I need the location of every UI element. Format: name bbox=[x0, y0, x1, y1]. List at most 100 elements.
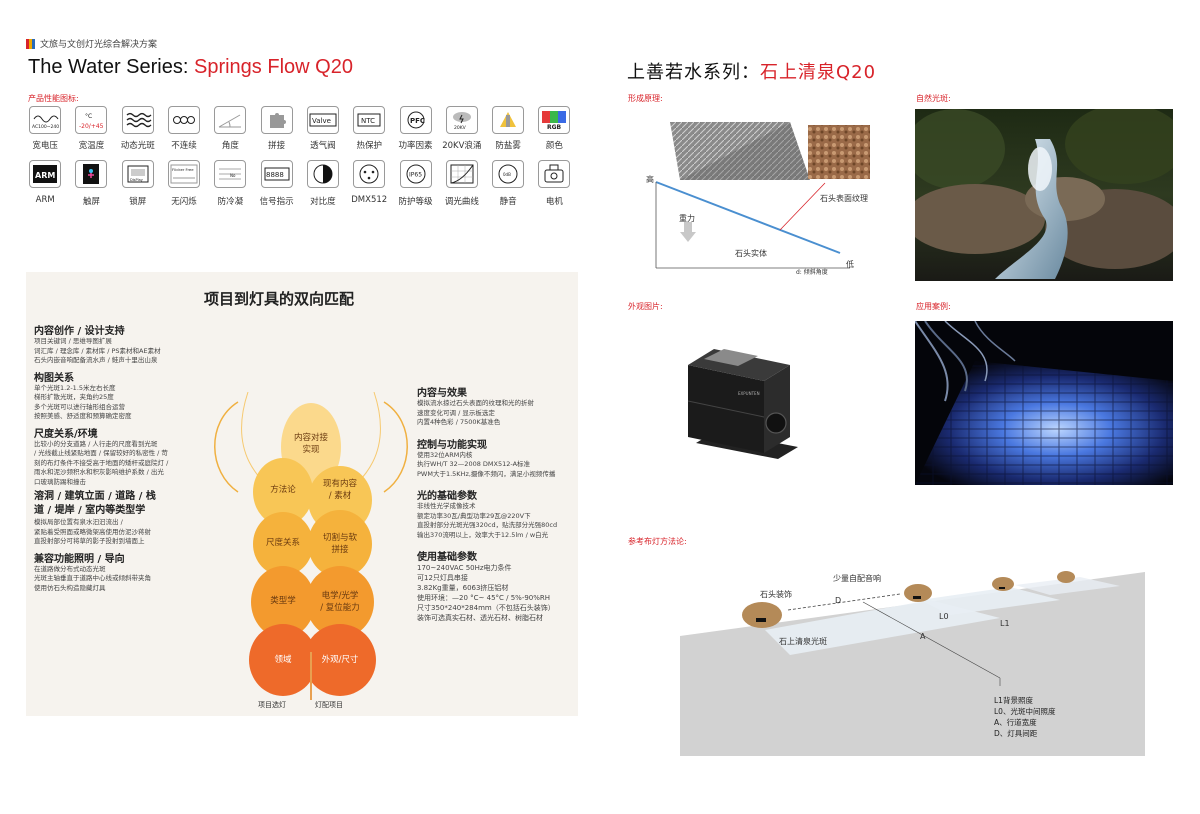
svg-text:8888: 8888 bbox=[266, 171, 284, 179]
label-angle: d: 倾斜角度 bbox=[796, 267, 828, 276]
block-light-params: 光的基础参数 非线性光学成像技术 额定功率30瓦/典型功率29瓦@220V下 直… bbox=[417, 487, 577, 540]
petal-label-r1: 现有内容 / 素材 bbox=[322, 479, 357, 501]
feature-icon-label: 锁屏 bbox=[129, 197, 147, 207]
block-body: 在道路做分布式动态光斑 光斑主轴垂直于道路中心线或倾斜带夹角 使用仿石头构造隐藏… bbox=[34, 564, 151, 592]
wheat-whisker-right bbox=[383, 401, 408, 493]
feature-icon-item: DMX512 bbox=[346, 160, 392, 207]
road-surface bbox=[680, 572, 1145, 756]
petal-label-l3: 类型学 bbox=[270, 596, 296, 606]
petal-label-r3: 电学/光学 / 复位能力 bbox=[320, 591, 360, 613]
ac-voltage-icon: AC100~240V bbox=[29, 106, 62, 134]
feature-icon-item: IP65 防护等级 bbox=[392, 160, 438, 207]
label-gravity: 重力 bbox=[679, 214, 695, 223]
svg-text:0dB: 0dB bbox=[503, 172, 511, 177]
block-usage-params: 使用基础参数 170~240VAC 50Hz电力条件 可12只灯具串接 3.82… bbox=[417, 548, 577, 623]
feature-icon-item: 不连续 bbox=[161, 106, 207, 151]
feature-icon-label: 功率因素 bbox=[398, 141, 433, 151]
svg-text:°C: °C bbox=[85, 113, 92, 120]
texture-pointer-line bbox=[779, 182, 826, 231]
valve-icon: Valve bbox=[306, 106, 339, 134]
block-body: 项目关键词 / 思维导图扩展 词汇库 / 理念库 / 素材库 / PS素材和AE… bbox=[34, 337, 161, 364]
appearance-title: 外观图片: bbox=[628, 302, 663, 311]
petal-label-r4: 外观/尺寸 bbox=[321, 655, 359, 665]
block-heading: 光的基础参数 bbox=[417, 491, 477, 502]
signal-indicator-icon: 8888 bbox=[260, 160, 293, 188]
flicker-free-icon: Flicker Free bbox=[168, 160, 201, 188]
feature-icon-label: 透气阀 bbox=[310, 141, 336, 151]
bottom-left-caption: 项目选灯 bbox=[258, 701, 286, 709]
svg-text:PFC: PFC bbox=[410, 117, 425, 125]
motor-icon bbox=[538, 160, 571, 188]
feature-icon-label: 防护等级 bbox=[398, 197, 433, 207]
svg-text:AC100~240V: AC100~240V bbox=[32, 124, 59, 130]
block-heading: 溶洞 / 建筑立面 / 道路 / 栈 道 / 堤岸 / 室内等类型学 bbox=[34, 491, 156, 516]
pfc-icon: PFC bbox=[399, 106, 432, 134]
feature-icon-item: 角度 bbox=[207, 106, 253, 151]
feature-icon-label: 对比度 bbox=[310, 197, 336, 207]
block-content-creation: 内容创作 / 设计支持 项目关键词 / 思维导图扩展 词汇库 / 理念库 / 素… bbox=[34, 322, 202, 366]
dmx512-icon bbox=[353, 160, 386, 188]
silent-icon: 0dB bbox=[492, 160, 525, 188]
layout-legend: L1背景照度 L0、光斑中间照度 A、行道宽度 D、灯具间距 bbox=[994, 696, 1056, 738]
ip65-icon: IP65 bbox=[399, 160, 432, 188]
panel-title: 项目到灯具的双向匹配 bbox=[204, 290, 355, 308]
label-angle-sym: d: bbox=[796, 269, 802, 276]
touch-icon bbox=[75, 160, 108, 188]
left-title-black: The Water Series: bbox=[28, 56, 194, 78]
feature-icon-item: 防盐雾 bbox=[485, 106, 531, 151]
angle-icon bbox=[214, 106, 247, 134]
feature-icon-item: 电机 bbox=[531, 160, 577, 207]
stone-fixture-1-icon bbox=[742, 602, 782, 628]
label-decor: 石头装饰 bbox=[760, 590, 792, 599]
feature-icon-label: 宽温度 bbox=[78, 141, 105, 151]
feature-icon-item: 动态光斑 bbox=[115, 106, 161, 151]
arm-icon: ARM bbox=[29, 160, 62, 188]
principle-title: 形成原理: bbox=[628, 94, 663, 103]
feature-icon-label: 拼接 bbox=[268, 141, 286, 151]
block-heading: 构图关系 bbox=[34, 372, 74, 384]
light-spot-1 bbox=[765, 600, 1000, 655]
svg-text:NTC: NTC bbox=[361, 117, 375, 125]
block-body: 模拟流水掠过石头表面的纹理和光的折射 速度变化可调 / 显示板选定 内置4种色彩… bbox=[417, 399, 534, 426]
block-content-effect: 内容与效果 模拟流水掠过石头表面的纹理和光的折射 速度变化可调 / 显示板选定 … bbox=[417, 384, 577, 428]
bottom-right-caption: 灯配项目 bbox=[315, 701, 343, 709]
label-audio: 少量自配音响 bbox=[833, 574, 881, 583]
wheat-whisker-left bbox=[214, 401, 239, 493]
label-a: A bbox=[920, 632, 926, 641]
svg-text:DisPlay: DisPlay bbox=[130, 178, 143, 182]
light-spot-3 bbox=[1015, 577, 1120, 595]
device-photo: EXPUNTEN bbox=[687, 349, 798, 459]
feature-icon-label: DMX512 bbox=[351, 195, 388, 205]
natural-title: 自然光斑: bbox=[916, 94, 951, 103]
label-angle-text: 倾斜角度 bbox=[803, 269, 828, 276]
left-title: The Water Series: Springs Flow Q20 bbox=[28, 56, 353, 79]
petal-label-l2: 尺度关系 bbox=[265, 538, 300, 548]
svg-text:ARM: ARM bbox=[35, 171, 55, 180]
block-scale-environment: 尺度关系/环境 比较小的分支道路 / 人行走的尺度看到光斑 / 光线截止线紧贴地… bbox=[34, 425, 202, 488]
feature-icon-label: 防盐雾 bbox=[495, 141, 521, 151]
feature-icon-item: 拼接 bbox=[253, 106, 299, 151]
petal-left-2 bbox=[253, 512, 313, 576]
device-label-text: EXPUNTEN bbox=[738, 391, 760, 396]
layout-method-diagram bbox=[680, 571, 1145, 756]
feature-icon-label: 热保护 bbox=[356, 141, 382, 151]
puzzle-icon bbox=[260, 106, 293, 134]
case-photo bbox=[915, 321, 1173, 485]
block-heading: 尺度关系/环境 bbox=[34, 428, 98, 440]
contrast-icon bbox=[306, 160, 339, 188]
svg-text:-20/+45: -20/+45 bbox=[79, 123, 104, 130]
petal-left-4 bbox=[249, 624, 317, 696]
svg-text:IP65: IP65 bbox=[409, 172, 422, 179]
block-functional-lighting: 兼容功能照明 / 导向 在道路做分布式动态光斑 光斑主轴垂直于道路中心线或倾斜带… bbox=[34, 550, 202, 594]
spacing-d-line bbox=[787, 593, 901, 611]
natural-spot-photo bbox=[915, 109, 1173, 281]
petal-label-l1: 方法论 bbox=[270, 485, 296, 495]
label-low: 低 bbox=[846, 260, 854, 269]
petal-label-l4: 领域 bbox=[274, 655, 292, 665]
brand-header: 文旅与文创灯光综合解决方案 bbox=[26, 37, 157, 50]
salt-spray-icon bbox=[492, 106, 525, 134]
label-spot: 石上清泉光斑 bbox=[779, 637, 827, 646]
